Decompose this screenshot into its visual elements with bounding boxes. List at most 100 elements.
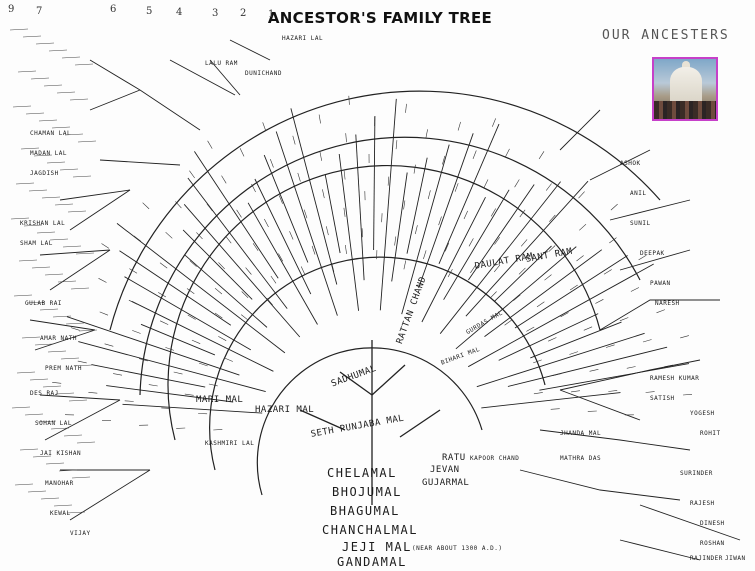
handwriting-stroke [427, 190, 431, 200]
handwriting-stroke [262, 122, 267, 132]
trunk-name: GANDAMAL [337, 555, 407, 569]
handwriting-stroke [158, 292, 167, 298]
handwriting-stroke [395, 140, 398, 150]
handwriting-stroke [69, 98, 89, 101]
tree-spoke [373, 115, 376, 251]
ancestor-name: JAGDISH [30, 170, 59, 177]
tree-spoke [355, 134, 365, 281]
handwriting-stroke [311, 245, 316, 255]
tree-spoke [530, 321, 622, 359]
handwriting-stroke [10, 217, 30, 220]
handwriting-stroke [560, 312, 569, 318]
ancestor-name: NARESH [655, 300, 680, 307]
handwriting-stroke [98, 278, 107, 283]
handwriting-stroke [438, 216, 442, 226]
generation-number: 1 [268, 9, 275, 20]
tree-spoke [182, 229, 253, 300]
handwriting-stroke [78, 329, 98, 332]
tree-spoke [106, 385, 234, 403]
handwriting-stroke [30, 77, 50, 80]
near-about-note: (NEAR ABOUT 1300 A.D.) [412, 545, 503, 552]
handwriting-stroke [17, 70, 37, 73]
handwriting-stroke [55, 392, 75, 395]
handwriting-stroke [570, 390, 580, 393]
ancestor-name: MATHRA DAS [560, 455, 602, 462]
handwriting-stroke [33, 154, 53, 157]
handwriting-stroke [27, 490, 47, 493]
ancestor-name: YOGESH [690, 410, 715, 417]
handwriting-stroke [48, 49, 68, 52]
ancestor-name: AMAR NATH [40, 335, 78, 342]
ancestor-name: SATISH [650, 395, 675, 402]
tree-spoke [507, 346, 668, 387]
handwriting-stroke [128, 299, 138, 305]
handwriting-stroke [245, 267, 252, 275]
handwriting-stroke [207, 140, 213, 149]
trunk-name: JEJI MAL [342, 540, 412, 554]
tree-spoke [324, 174, 341, 254]
trunk-name: BHAGUMAL [330, 504, 400, 518]
ancestor-name: JIWAN [725, 555, 746, 562]
handwriting-stroke [326, 226, 329, 236]
handwriting-stroke [387, 176, 390, 186]
generation-number: 3 [212, 8, 219, 19]
ancestor-name: DINESH [700, 520, 725, 527]
handwriting-stroke [76, 441, 96, 444]
handwriting-stroke [138, 358, 148, 362]
ancestor-name: JAI KISHAN [40, 450, 82, 457]
handwriting-stroke [187, 314, 196, 320]
tree-spoke [455, 246, 577, 350]
handwriting-stroke [493, 264, 501, 273]
handwriting-stroke [199, 362, 208, 367]
handwriting-stroke [610, 203, 618, 211]
handwriting-stroke [526, 326, 535, 332]
handwriting-stroke [14, 483, 34, 486]
tree-spoke [119, 250, 232, 326]
handwriting-stroke [425, 129, 428, 139]
handwriting-stroke [15, 182, 35, 185]
handwriting-stroke [251, 183, 256, 193]
handwriting-stroke [224, 357, 233, 362]
handwriting-stroke [463, 210, 468, 220]
handwriting-stroke [71, 476, 91, 479]
handwriting-stroke [31, 266, 51, 269]
handwriting-stroke [319, 151, 322, 161]
tree-spoke [91, 364, 206, 388]
ancestor-name: DUNICHAND [245, 70, 283, 77]
handwriting-stroke [544, 274, 552, 281]
handwriting-stroke [472, 150, 477, 160]
handwriting-stroke [45, 462, 65, 465]
ancestor-name: RAJESH [690, 500, 715, 507]
handwriting-stroke [46, 161, 66, 164]
handwriting-stroke [218, 262, 225, 270]
handwriting-stroke [345, 244, 347, 254]
handwriting-stroke [630, 287, 640, 292]
tree-spoke [124, 276, 252, 351]
handwriting-stroke [608, 390, 618, 392]
handwriting-stroke [595, 299, 604, 304]
handwriting-stroke [70, 327, 80, 331]
handwriting-stroke [318, 114, 321, 124]
handwriting-stroke [394, 236, 397, 246]
tree-spoke [439, 181, 561, 334]
handwriting-stroke [19, 448, 39, 451]
ancestor-name: DEEPAK [640, 250, 665, 257]
handwriting-stroke [348, 95, 350, 105]
handwriting-stroke [533, 359, 542, 364]
tree-spoke [116, 223, 286, 354]
handwriting-stroke [37, 420, 57, 423]
tree-spoke [493, 245, 552, 303]
ancestor-name: KRISHAN LAL [20, 220, 66, 227]
handwriting-stroke [32, 455, 52, 458]
tree-spoke [443, 189, 510, 300]
tree-spoke [476, 332, 645, 388]
handwriting-stroke [552, 373, 562, 376]
handwriting-stroke [129, 268, 138, 274]
handwriting-stroke [161, 407, 171, 409]
ancestor-name: PAWAN [650, 280, 671, 287]
tree-spoke [514, 255, 628, 329]
handwriting-stroke [38, 119, 58, 122]
handwriting-stroke [189, 170, 195, 179]
